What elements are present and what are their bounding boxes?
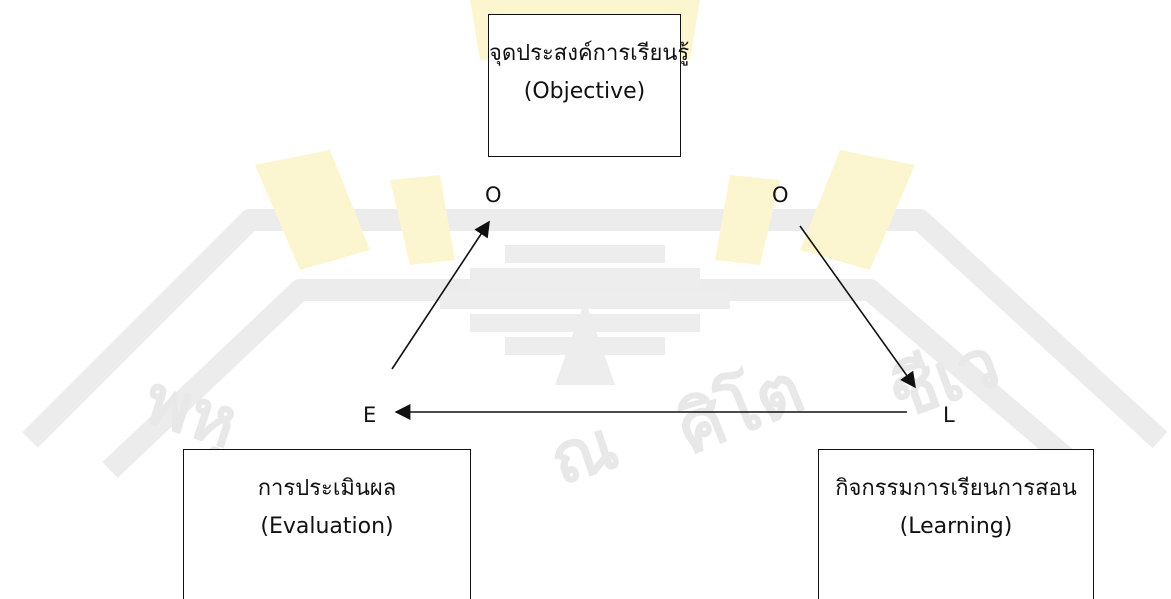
objective-thai-label: จุดประสงค์การเรียนรู้ — [489, 41, 690, 66]
objective-letter-right: O — [772, 183, 789, 207]
learning-english-label: (Learning) — [899, 514, 1013, 539]
objective-english-label: (Objective) — [523, 79, 646, 104]
arrow-objective-to-learning — [799, 225, 916, 389]
learning-box: กิจกรรมการเรียนการสอน (Learning) — [818, 449, 1094, 599]
evaluation-thai-label: การประเมินผล — [257, 476, 397, 501]
evaluation-english-label: (Evaluation) — [260, 514, 394, 539]
learning-thai-label: กิจกรรมการเรียนการสอน — [835, 476, 1077, 501]
evaluation-letter: E — [363, 403, 377, 427]
learning-letter: L — [943, 403, 955, 427]
evaluation-box: การประเมินผล (Evaluation) — [183, 449, 471, 599]
objective-box: จุดประสงค์การเรียนรู้ (Objective) — [488, 14, 690, 157]
arrow-evaluation-to-objective — [391, 220, 490, 370]
objective-letter-left: O — [485, 183, 502, 207]
